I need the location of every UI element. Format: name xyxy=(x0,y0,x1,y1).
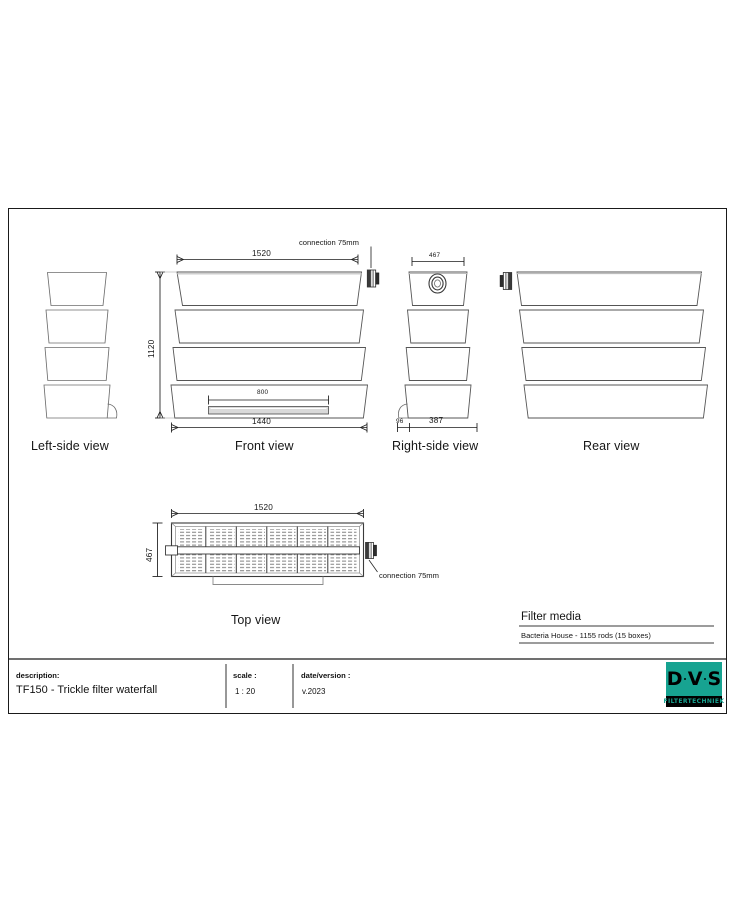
title-block-date-value: v.2023 xyxy=(302,687,326,696)
dim-value-top-length: 1520 xyxy=(254,503,274,512)
logo-dot-2 xyxy=(703,678,706,680)
title-block-description-value: TF150 - Trickle filter waterfall xyxy=(16,684,158,696)
logo-letters: D V S xyxy=(666,662,722,696)
filter-media-heading: Filter media xyxy=(521,611,582,623)
dim-value-right-bottom-width: 387 xyxy=(429,416,444,425)
logo-dot-1 xyxy=(684,678,687,680)
dvs-logo: D V S FILTERTECHNIEK xyxy=(663,662,725,708)
dim-value-right-offset: 96 xyxy=(396,418,404,425)
title-block-description-key: description: xyxy=(16,671,60,680)
view-label-left-side: Left-side view xyxy=(31,439,109,453)
logo-letter-v: V xyxy=(687,667,703,690)
annotation-connection-front: connection 75mm xyxy=(299,238,359,247)
view-label-right-side: Right-side view xyxy=(392,439,479,453)
filter-media-detail: Bacteria House - 1155 rods (15 boxes) xyxy=(521,631,651,640)
dim-value-front-height: 1120 xyxy=(147,339,156,358)
logo-letter-s: S xyxy=(707,667,722,690)
view-label-rear: Rear view xyxy=(583,439,640,453)
title-block-date-key: date/version : xyxy=(301,671,351,680)
dim-value-front-inner-width: 800 xyxy=(257,389,269,396)
logo-background xyxy=(666,662,722,696)
dim-value-front-top-width: 1520 xyxy=(252,249,272,258)
logo-tagline: FILTERTECHNIEK xyxy=(663,696,725,707)
title-block-scale-value: 1 : 20 xyxy=(235,687,256,696)
view-label-top: Top view xyxy=(231,613,281,627)
logo-letter-d: D xyxy=(666,667,683,690)
title-block-scale-key: scale : xyxy=(233,671,257,680)
annotation-connection-top: connection 75mm xyxy=(379,571,439,580)
dim-value-top-width: 467 xyxy=(145,547,154,562)
view-label-front: Front view xyxy=(235,439,294,453)
dim-value-right-top-width: 467 xyxy=(429,252,441,259)
dim-value-front-bottom-width: 1440 xyxy=(252,417,272,426)
